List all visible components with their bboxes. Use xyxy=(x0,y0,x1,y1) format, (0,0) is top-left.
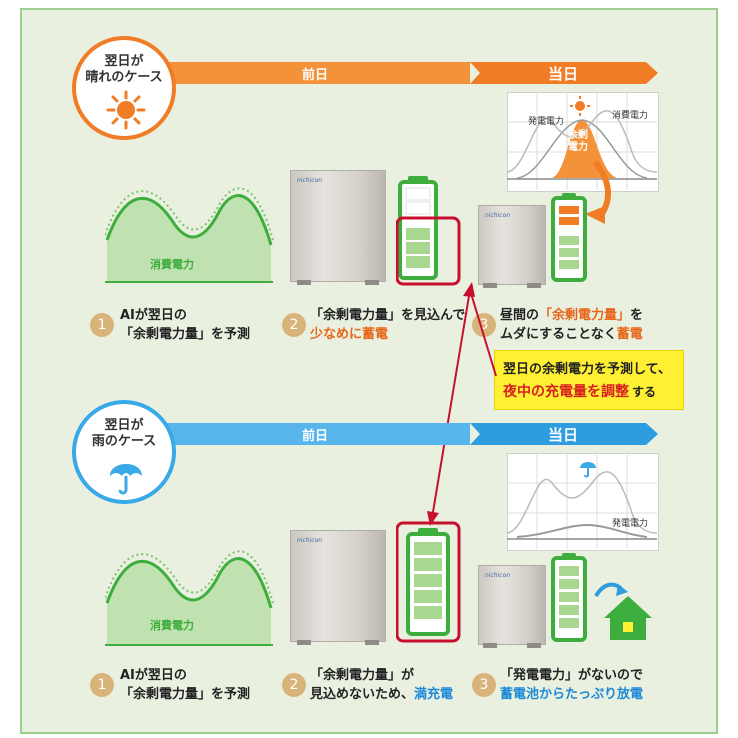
rainy-step2-number: 2 xyxy=(282,673,306,697)
rainy-unit-brand: nichicon xyxy=(297,537,323,544)
rainy-step1-number: 1 xyxy=(90,673,114,697)
sunny-case-badge: 翌日が 晴れのケース xyxy=(72,36,176,140)
rainy-step3-line2: 蓄電池からたっぷり放電 xyxy=(500,687,644,702)
rainy-band-day-label: 当日 xyxy=(547,425,578,444)
callout-line1: 翌日の余剰電力を予測して、 xyxy=(503,362,671,377)
sunny-step2-number: 2 xyxy=(282,313,306,337)
sunny-step2-line1b: を見込んで xyxy=(401,308,466,323)
rainy-band-day-arrow xyxy=(470,423,658,445)
sunny-band-prev-label: 前日 xyxy=(301,67,328,83)
sunny-title-line2: 晴れのケース xyxy=(85,70,163,85)
house-icon xyxy=(594,582,652,640)
sunny-unit-brand: nichicon xyxy=(297,177,323,184)
rainy-title-line2: 雨のケース xyxy=(91,434,157,449)
sunny-graph-surplus-line2: 電力 xyxy=(568,142,588,153)
sunny-day-unit-brand: nichicon xyxy=(485,212,511,219)
adjust-double-arrow xyxy=(427,282,497,526)
rainy-band-day: 当日 xyxy=(480,423,646,445)
callout-line2-tail: する xyxy=(632,385,657,399)
sunny-title-line1: 翌日が xyxy=(104,54,144,69)
sunny-step3-text: 昼間の「余剰電力量」を ムダにすることなく蓄電 xyxy=(500,306,643,344)
callout-box: 翌日の余剰電力を予測して、 夜中の充電量を調整する xyxy=(494,350,684,410)
rainy-step3-line1: 「発電電力」がないので xyxy=(500,668,644,683)
rainy-case-badge: 翌日が 雨のケース xyxy=(72,400,176,504)
rainy-consumption-graph xyxy=(105,550,274,646)
sunny-graph-surplus-label: 余剰 電力 xyxy=(568,130,588,154)
sunny-step1-line1: AIが翌日の xyxy=(120,308,187,323)
callout-line2: 夜中の充電量を調整する xyxy=(503,383,656,402)
rainy-step1-line1: AIが翌日の xyxy=(120,668,187,683)
sunny-step2-text: 「余剰電力量」を見込んで 少なめに蓄電 xyxy=(310,306,465,344)
rainy-battery-full xyxy=(396,521,461,643)
rainy-step2-line2a: 見込めないため、 xyxy=(310,687,415,702)
sunny-graph-consumption-label: 消費電力 xyxy=(612,111,649,121)
rainy-band-prev-label: 前日 xyxy=(301,428,328,444)
rainy-generation-curves xyxy=(507,453,657,549)
rainy-storage-unit: nichicon xyxy=(290,530,386,645)
rainy-day-storage-unit: nichicon xyxy=(478,565,546,648)
sunny-step3-line2b: 蓄電 xyxy=(616,327,643,342)
sunny-graph-sun-icon xyxy=(570,96,590,116)
rainy-consumption-label: 消費電力 xyxy=(150,619,194,632)
sunny-day-battery xyxy=(551,193,587,282)
rainy-band-prev: 前日 xyxy=(160,423,470,445)
sunny-step2-line2b: 蓄電 xyxy=(362,327,389,342)
sunny-step1-text: AIが翌日の 「余剰電力量」を予測 xyxy=(120,306,250,344)
sunny-step3-line1c: を xyxy=(630,308,644,323)
rainy-step1-text: AIが翌日の 「余剰電力量」を予測 xyxy=(120,666,250,704)
sunny-step3-line1b: 「余剰電力量」 xyxy=(539,308,631,323)
callout-line2-highlight: 夜中の充電量を調整 xyxy=(503,384,629,400)
sun-icon xyxy=(106,90,146,130)
sunny-consumption-label: 消費電力 xyxy=(150,258,194,271)
rainy-graph-generation-label: 発電電力 xyxy=(612,519,649,529)
sunny-surplus-arrow xyxy=(585,160,612,224)
sunny-step1-line2: 「余剰電力量」を予測 xyxy=(120,327,251,342)
sunny-band-day: 当日 xyxy=(480,62,646,84)
sunny-step1-number: 1 xyxy=(90,313,114,337)
sunny-step3-line2a: ムダにすることなく xyxy=(500,327,617,342)
sunny-graph-surplus-line1: 余剰 xyxy=(568,130,588,141)
sunny-step3-line1a: 昼間の xyxy=(500,308,540,323)
rainy-step3-number: 3 xyxy=(472,673,496,697)
sunny-graph-generation-label: 発電電力 xyxy=(528,117,565,127)
rainy-step1-line2: 「余剰電力量」を予測 xyxy=(120,687,251,702)
sunny-storage-unit: nichicon xyxy=(290,170,386,285)
sunny-step2-line2a: 少なめに xyxy=(310,327,363,342)
rainy-day-unit-brand: nichicon xyxy=(485,572,511,579)
sunny-consumption-graph xyxy=(105,187,274,283)
sunny-battery-low xyxy=(396,176,461,286)
sunny-band-day-label: 当日 xyxy=(547,64,578,83)
sunny-generation-curves xyxy=(507,92,657,190)
rainy-step3-text: 「発電電力」がないので 蓄電池からたっぷり放電 xyxy=(500,666,643,704)
rainy-day-battery xyxy=(551,553,587,642)
rainy-graph-umbrella-icon xyxy=(580,462,596,478)
rainy-step2-text: 「余剰電力量」が 見込めないため、満充電 xyxy=(310,666,453,704)
sunny-band-prev: 前日 xyxy=(160,62,470,84)
sunny-day-storage-unit: nichicon xyxy=(478,205,546,288)
umbrella-icon xyxy=(110,464,142,495)
sunny-step2-line1a: 「余剰電力量」 xyxy=(310,308,402,323)
sunny-band-day-arrow xyxy=(470,62,658,84)
rainy-step2-line1: 「余剰電力量」が xyxy=(310,668,415,683)
rainy-step2-line2b: 満充電 xyxy=(414,687,454,702)
rainy-title-line1: 翌日が xyxy=(104,418,144,433)
